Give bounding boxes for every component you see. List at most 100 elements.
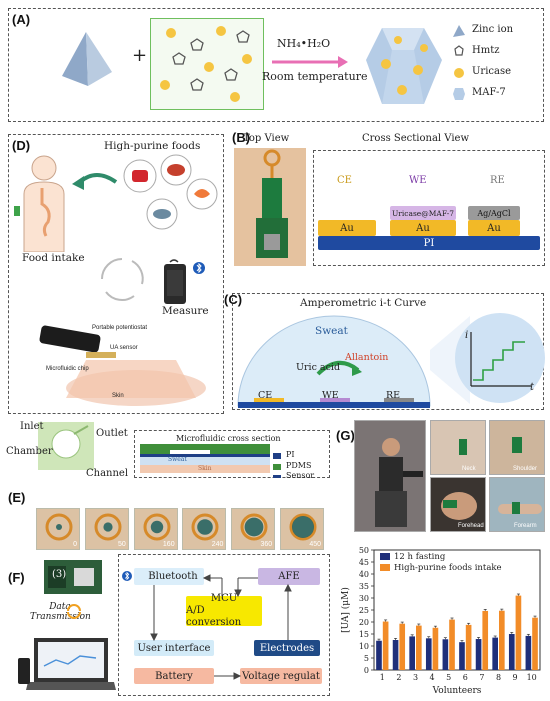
food-arrow-icon xyxy=(72,173,118,190)
legend-zinc-label: Zinc ion xyxy=(472,24,514,35)
electrodes-block: Electrodes xyxy=(254,640,320,656)
flow-frame-5: 450 xyxy=(280,508,324,550)
y-tick-label: 0 xyxy=(364,666,369,675)
food-intake-label: Food intake xyxy=(22,252,85,264)
flow-time-label: 50 xyxy=(118,541,126,548)
au-layer-re: Au xyxy=(468,220,520,236)
bar-purine xyxy=(499,610,505,670)
bluetooth-block: Bluetooth xyxy=(134,568,204,585)
flow-frame-4: 360 xyxy=(231,508,276,550)
y-tick-label: 35 xyxy=(359,582,369,591)
cross-section-title: Cross Sectional View xyxy=(362,133,470,144)
panel-f-label: (F) xyxy=(8,570,25,585)
voltage-regulator-block: Voltage regulat xyxy=(240,668,322,684)
bar-fasting xyxy=(525,635,532,670)
sweat-dome xyxy=(237,315,431,408)
panel-a-legend: Zinc ion Hmtz Uricase MAF-7 xyxy=(452,22,542,112)
zinc-ion-pyramid-icon xyxy=(62,32,112,86)
forearm-label: Forearm xyxy=(514,523,537,529)
mcu-label: MCU xyxy=(210,593,238,604)
block-diagram-frame xyxy=(118,554,330,696)
microfluidic-cross-frame xyxy=(134,430,330,478)
axis-t-label: t xyxy=(530,382,535,393)
outlet-label: Outlet xyxy=(96,428,128,439)
y-tick-label: 15 xyxy=(359,630,369,639)
sweat-label-c: Sweat xyxy=(315,325,348,337)
high-purine-foods-title: High-purine foods xyxy=(104,140,201,152)
flow-frame-1: 50 xyxy=(84,508,129,550)
legend-label: 12 h fasting xyxy=(394,552,446,562)
legend-sensor-swatch xyxy=(273,475,281,478)
afe-block: AFE xyxy=(258,568,320,585)
bar-purine xyxy=(449,619,455,670)
ce-label-b: CE xyxy=(337,175,352,186)
flow-time-label: 160 xyxy=(162,541,175,548)
volunteer-exercise-photo xyxy=(354,420,426,532)
adc-label: A/D conversion xyxy=(186,605,242,628)
bar-purine xyxy=(515,595,522,670)
allantoin-label: Allantoin xyxy=(345,352,389,363)
agcl-layer: Ag/AgCl xyxy=(468,206,520,220)
flow-time-label: 450 xyxy=(309,541,321,548)
legend-hmtz-icon xyxy=(454,45,464,56)
flow-time-label: 240 xyxy=(211,541,224,548)
flow-sequence-strip: 0 50 160 240 360 450 xyxy=(36,508,324,550)
forehead-label: Forehead xyxy=(458,523,484,529)
y-tick-label: 20 xyxy=(359,618,369,627)
microfluidic-chip-label: Microfluidic chip xyxy=(46,366,89,372)
shoulder-label: Shoulder xyxy=(513,466,538,472)
we-label-b: WE xyxy=(409,175,427,186)
measure-label: Measure xyxy=(162,305,209,317)
ce-label-c: CE xyxy=(258,390,273,401)
smartphone-icon xyxy=(164,259,186,304)
maf7-crystal-icon xyxy=(366,28,442,104)
bar-purine xyxy=(416,625,422,670)
device-illustration xyxy=(26,320,216,410)
laptop-icon xyxy=(18,638,116,690)
flow-time-label: 0 xyxy=(73,541,77,548)
cross-section-frame xyxy=(313,150,545,266)
uricase-layer: Uricase@MAF-7 xyxy=(390,206,456,220)
bar-fasting xyxy=(392,640,399,670)
human-body-icon xyxy=(14,155,65,252)
block-diagram-arrows xyxy=(150,574,292,680)
panel-b-label: (B) xyxy=(232,130,251,145)
portable-potentiostat-label: Portable potentiostat xyxy=(92,325,148,331)
microfluidic-cross-diagram xyxy=(140,444,270,473)
x-tick-label: 7 xyxy=(479,673,484,682)
food-plates xyxy=(118,152,220,242)
plus-sign: + xyxy=(132,45,148,66)
legend-pdms-swatch xyxy=(273,464,281,470)
y-tick-label: 40 xyxy=(359,570,369,579)
user-interface-block: User interface xyxy=(134,640,214,656)
uric-acid-label: Uric acid xyxy=(296,362,341,373)
y-tick-label: 10 xyxy=(359,642,369,651)
hmtz-uricase-mixture-icon xyxy=(160,26,252,102)
pcb-photo xyxy=(44,560,102,594)
reaction-condition-top: NH₄•H₂O xyxy=(277,37,331,50)
bar-fasting xyxy=(492,637,498,670)
au-layer-ce: Au xyxy=(318,220,376,236)
data-transmission-label: Data Transmission xyxy=(30,602,91,622)
legend-swatch xyxy=(380,553,390,560)
channel-label: Channel xyxy=(86,468,129,479)
neck-photo xyxy=(430,420,486,475)
y-tick-label: 25 xyxy=(359,606,369,615)
legend-swatch xyxy=(380,564,390,571)
x-tick-label: 9 xyxy=(513,673,518,682)
y-tick-label: 45 xyxy=(359,558,369,567)
sync-icon xyxy=(67,604,81,619)
chamber-label: Chamber xyxy=(6,446,53,457)
panel-c-label: (C) xyxy=(224,292,243,307)
y-tick-label: 5 xyxy=(364,654,369,663)
legend-zinc-icon xyxy=(453,25,465,37)
sweat-label-mf: Sweat xyxy=(168,456,187,463)
bluetooth-icon xyxy=(193,262,205,274)
panel-g-label: (G) xyxy=(336,428,355,443)
legend-label: High-purine foods intake xyxy=(394,563,502,573)
forearm-photo xyxy=(489,477,545,532)
x-tick-label: 8 xyxy=(496,673,501,682)
legend-maf7-label: MAF-7 xyxy=(472,87,506,98)
x-tick-label: 6 xyxy=(463,673,468,682)
